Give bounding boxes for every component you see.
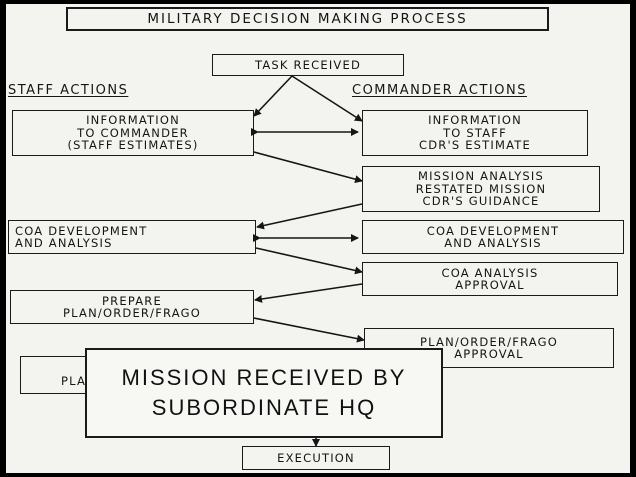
commander-actions-heading: COMMANDER ACTIONS — [352, 83, 527, 98]
info-to-commander-box: INFORMATION TO COMMANDER (STAFF ESTIMATE… — [12, 110, 254, 156]
diagram-title-text: MILITARY DECISION MAKING PROCESS — [147, 10, 468, 27]
diagram-page: MILITARY DECISION MAKING PROCESS STAFF A… — [6, 4, 630, 473]
coa-development-commander-box: COA DEVELOPMENT AND ANALYSIS — [362, 220, 624, 254]
coa-development-staff-box: COA DEVELOPMENT AND ANALYSIS — [8, 220, 256, 254]
mission-analysis-box: MISSION ANALYSIS RESTATED MISSION CDR'S … — [362, 166, 600, 212]
diagram-title: MILITARY DECISION MAKING PROCESS — [66, 7, 549, 31]
arrow-coa-to-approval — [255, 247, 363, 275]
overlay-line-1: MISSION RECEIVED BY — [121, 365, 407, 390]
arrow-approval-to-prepare — [254, 283, 363, 303]
execution-box: EXECUTION — [242, 446, 390, 470]
arrow-task-to-info-staff — [291, 75, 363, 122]
overlay-line-2: SUBORDINATE HQ — [151, 395, 377, 420]
staff-actions-heading: STAFF ACTIONS — [8, 83, 129, 98]
arrow-to-mission-analysis — [253, 151, 363, 184]
mission-received-overlay: MISSION RECEIVED BY SUBORDINATE HQ — [85, 348, 443, 438]
info-to-staff-box: INFORMATION TO STAFF CDR'S ESTIMATE — [362, 110, 588, 156]
arrow-prepare-to-plan-approval — [253, 317, 365, 343]
coa-analysis-approval-box: COA ANALYSIS APPROVAL — [362, 262, 618, 296]
arrow-task-to-info-commander — [253, 75, 293, 117]
task-received-box: TASK RECEIVED — [212, 54, 404, 76]
prepare-plan-box: PREPARE PLAN/ORDER/FRAGO — [10, 290, 254, 324]
arrow-mission-to-coa-staff — [256, 203, 363, 230]
